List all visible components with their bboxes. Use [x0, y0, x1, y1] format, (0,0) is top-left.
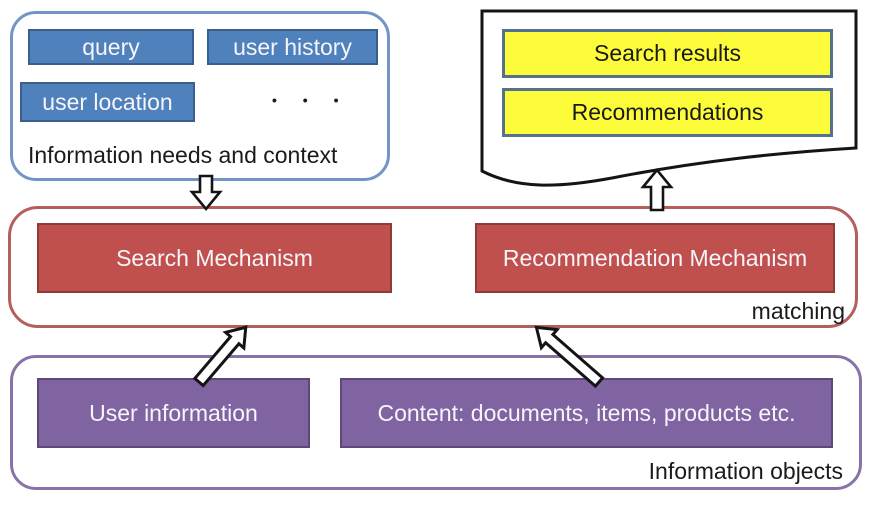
node-recommendation-mechanism: Recommendation Mechanism: [475, 223, 835, 293]
node-content: Content: documents, items, products etc.: [340, 378, 833, 448]
node-user-information: User information: [37, 378, 310, 448]
matching-group-label: matching: [751, 298, 845, 324]
objects-group-label: Information objects: [648, 458, 843, 484]
node-recommendations: Recommendations: [502, 88, 833, 137]
node-query: query: [28, 29, 194, 65]
matching-group-container: [8, 206, 858, 328]
objects-group-container: [10, 355, 862, 490]
node-user-location: user location: [20, 82, 195, 122]
node-user-history: user history: [207, 29, 378, 65]
context-group-label: Information needs and context: [28, 142, 338, 168]
node-search-results: Search results: [502, 29, 833, 78]
context-ellipsis: • • •: [272, 92, 350, 108]
node-search-mechanism: Search Mechanism: [37, 223, 392, 293]
